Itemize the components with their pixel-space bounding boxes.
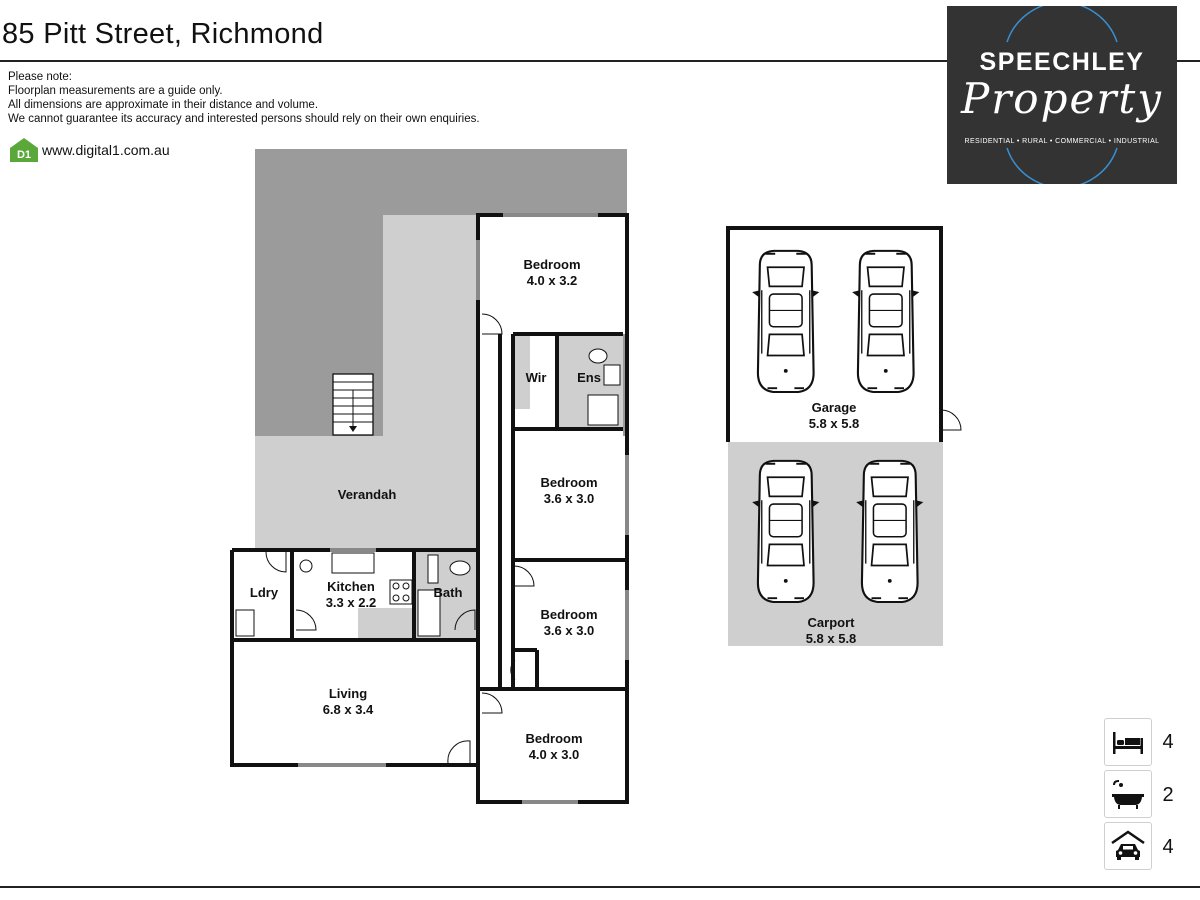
garage-car-left-icon [751,249,821,394]
header-divider [0,60,948,62]
agency-name: SPEECHLEY [979,48,1145,76]
disclaimer-line: Please note: [8,71,72,83]
room-label: Garage [812,400,857,415]
disclaimer-line: Floorplan measurements are a guide only. [8,85,223,97]
room-label: Bath [434,585,463,600]
room-label: Carport [808,615,856,630]
footer-divider [0,886,1200,888]
bathrooms-count: 2 [1162,784,1174,806]
drafter-logo-text: D1 [17,149,31,161]
fixtures [235,348,621,637]
disclaimer-line: We cannot guarantee its accuracy and int… [8,113,480,125]
room-label: Bedroom [540,475,597,490]
verandah-area [255,436,478,550]
door-swings [265,313,962,764]
agency-name-script: Property [960,74,1164,123]
room-label: Bedroom [540,607,597,622]
room-size: 6.8 x 3.4 [323,702,374,717]
room-label: Verandah [338,487,397,502]
room-size: 3.6 x 3.0 [544,623,595,638]
bed-icon [1113,732,1143,754]
logo-ring-icon [1006,6,1118,184]
car-icon [1111,830,1145,860]
room-label: Ens [577,370,601,385]
drafter-credit: D1 www.digital1.com.au [8,136,170,164]
room-label: Bedroom [523,257,580,272]
bathrooms-stat [1104,770,1152,818]
verandah-upper [383,215,478,436]
room-size: 4.0 x 3.0 [529,747,580,762]
room-label: Bedroom [525,731,582,746]
disclaimer-line: All dimensions are approximate in their … [8,99,319,111]
room-size: 4.0 x 3.2 [527,273,578,288]
disclaimer-notes: Please note: Floorplan measurements are … [8,70,480,126]
carport-car-left-icon [751,459,821,604]
parking-count: 4 [1162,836,1174,858]
room-label: Kitchen [327,579,375,594]
parking-stat [1104,822,1152,870]
kitchen-floor-tile [358,608,414,640]
room-size: 3.6 x 3.0 [544,491,595,506]
header-divider-right [1177,60,1200,62]
drafter-logo-icon: D1 [10,138,38,162]
bedrooms-stat [1104,718,1152,766]
garage-car-right-icon [851,249,921,394]
bedrooms-count: 4 [1162,731,1174,753]
agency-tagline: RESIDENTIAL • RURAL • COMMERCIAL • INDUS… [964,138,1160,145]
window-panes [298,214,628,803]
room-label: Living [329,686,367,701]
carport-car-right-icon [855,459,925,604]
stairs [332,373,374,436]
bath-icon [1112,780,1144,809]
agency-logo: SPEECHLEY Property RESIDENTIAL • RURAL •… [947,6,1177,184]
room-size: 3.3 x 2.2 [326,595,377,610]
room-label: Ldry [250,585,279,600]
room-label: Wir [526,370,547,385]
room-size: 5.8 x 5.8 [809,416,860,431]
drafter-website-link[interactable]: www.digital1.com.au [42,142,170,158]
room-size: 5.8 x 5.8 [806,631,857,646]
page-title: 85 Pitt Street, Richmond [2,18,324,50]
